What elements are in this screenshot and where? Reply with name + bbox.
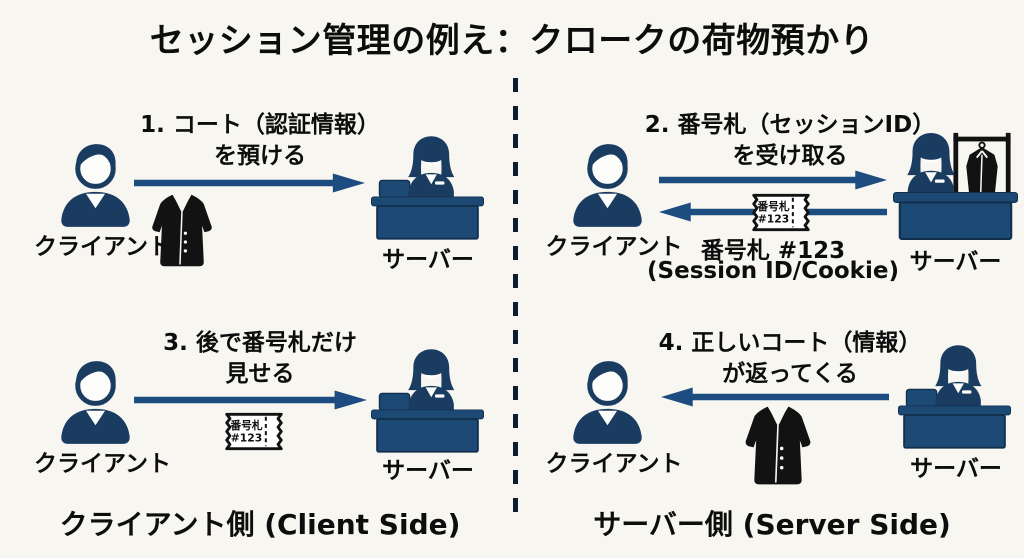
- ticket-label: 番号札: [756, 200, 790, 213]
- arrow-right-icon: [133, 389, 368, 411]
- ticket-label: 番号札: [229, 419, 263, 432]
- client-side-footer-label: クライアント側 (Client Side): [59, 508, 461, 541]
- server-label: サーバー: [909, 249, 1002, 275]
- server-side-footer-label: サーバー側 (Server Side): [593, 508, 951, 541]
- step-4-text: 4. 正しいコート（情報） が返ってくる: [620, 328, 960, 390]
- client-label: クライアント: [33, 451, 172, 477]
- client-person-icon: [560, 357, 655, 448]
- arrow-right-icon: [658, 169, 888, 191]
- clerk-icon: [901, 132, 961, 196]
- step-4-line2: が返ってくる: [722, 361, 858, 387]
- client-label: クライアント: [33, 234, 172, 260]
- step-3-line2: 見せる: [225, 361, 295, 387]
- step-1-line1: 1. コート（認証情報）: [140, 112, 380, 138]
- server-desk-with-rack: [893, 130, 1018, 240]
- step-2-line2: を受け取る: [732, 143, 848, 169]
- step-3-line1: 3. 後で番号札だけ: [163, 330, 357, 356]
- client-person-icon: [48, 357, 143, 448]
- step-2-line1: 2. 番号札（セッションID）: [644, 112, 936, 138]
- numbered-ticket-icon: 番号札 #123: [221, 409, 287, 454]
- ticket-number: #123: [758, 213, 789, 226]
- step-3-text: 3. 後で番号札だけ 見せる: [110, 328, 410, 390]
- ticket-caption: 番号札 #123: [700, 238, 846, 264]
- coat-icon: [148, 191, 216, 270]
- numbered-ticket-icon: 番号札 #123: [748, 190, 814, 235]
- server-desk-icon: [371, 136, 484, 240]
- step-1-line2: を預ける: [214, 143, 306, 169]
- step-2-text: 2. 番号札（セッションID） を受け取る: [620, 110, 960, 172]
- client-person-icon: [48, 140, 143, 231]
- ticket-number: #123: [231, 432, 262, 445]
- dashed-vertical-divider: [513, 78, 518, 520]
- server-label: サーバー: [382, 247, 474, 273]
- step-1-text: 1. コート（認証情報） を預ける: [110, 110, 410, 172]
- server-label: サーバー: [910, 456, 1002, 482]
- desk-icon: [893, 192, 1018, 240]
- client-label: クライアント: [545, 451, 683, 477]
- client-label: クライアント: [545, 234, 683, 260]
- step-4-line1: 4. 正しいコート（情報）: [658, 330, 922, 356]
- page-title: セッション管理の例え：クロークの荷物預かり: [149, 21, 875, 61]
- coat-icon: [741, 403, 815, 488]
- client-person-icon: [560, 140, 655, 231]
- server-desk-icon: [371, 349, 484, 453]
- server-label: サーバー: [382, 458, 474, 484]
- server-desk-icon: [898, 345, 1011, 449]
- session-id-caption: (Session ID/Cookie): [647, 258, 899, 284]
